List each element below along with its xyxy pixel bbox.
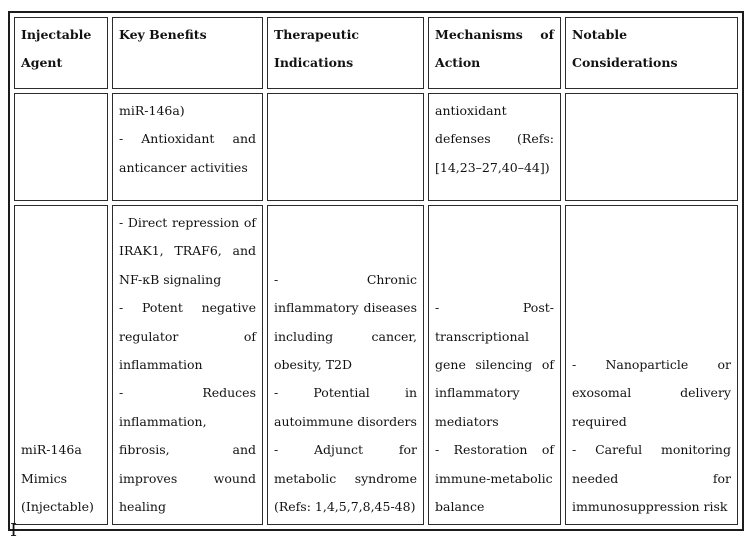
paragraph: - Adjunct for metabolic syndrome (Refs: … — [274, 442, 417, 515]
paragraph: antioxidant defenses (Refs: [14,23–27,40… — [435, 103, 554, 175]
header-notable-considerations: Notable Considerations — [565, 17, 738, 89]
paragraph: - Restoration of immune-metabolic balanc… — [435, 442, 554, 515]
cutoff-text-fragment: I — [10, 520, 18, 541]
paragraph: - Potential in autoimmune disorders — [274, 385, 417, 429]
cell-continuation-mechanisms-of-action: antioxidant defenses (Refs: [14,23–27,40… — [428, 93, 561, 201]
header-injectable-agent: Injectable Agent — [14, 17, 108, 89]
paragraph: miR-146a) — [119, 103, 185, 118]
cell-continuation-key-benefits: miR-146a) - Antioxidant and anticancer ac… — [112, 93, 263, 201]
header-row: Injectable Agent Key Benefits Therapeuti… — [14, 17, 738, 89]
paragraph: - Reduces inflammation, fibrosis, and im… — [119, 385, 256, 515]
cell-continuation-notable-considerations — [565, 93, 738, 201]
paragraph: - Post-transcriptional gene silencing of… — [435, 300, 554, 429]
paragraph: - Careful monitoring needed for immunosu… — [572, 442, 731, 515]
cell-continuation-injectable-agent — [14, 93, 108, 201]
header-mechanisms-of-action: Mechanisms of Action — [428, 17, 561, 89]
cell-continuation-therapeutic-indications — [267, 93, 424, 201]
paragraph: - Antioxidant and anticancer activities — [119, 131, 256, 175]
table-row-continuation: miR-146a) - Antioxidant and anticancer ac… — [14, 93, 738, 201]
paragraph: - Nanoparticle or exosomal delivery requ… — [572, 357, 731, 429]
cell-mimics-injectable-agent: miR-146a Mimics (Injectable) — [14, 205, 108, 526]
cell-mimics-therapeutic-indications: - Chronic inflammatory diseases includin… — [267, 205, 424, 526]
paragraph: - Direct repression of IRAK1, TRAF6, and… — [119, 215, 256, 287]
header-therapeutic-indications: Therapeutic Indications — [267, 17, 424, 89]
cell-mimics-mechanisms-of-action: - Post-transcriptional gene silencing of… — [428, 205, 561, 526]
paragraph: - Potent negative regulator of inflammat… — [119, 300, 256, 373]
injectable-agents-table: Injectable Agent Key Benefits Therapeuti… — [8, 11, 744, 532]
paragraph: miR-146a Mimics (Injectable) — [21, 442, 94, 515]
paragraph: - Chronic inflammatory diseases includin… — [274, 271, 417, 373]
header-key-benefits: Key Benefits — [112, 17, 263, 89]
table-row-mir146a-mimics: miR-146a Mimics (Injectable) - Direct re… — [14, 205, 738, 526]
cell-mimics-key-benefits: - Direct repression of IRAK1, TRAF6, and… — [112, 205, 263, 526]
cell-mimics-notable-considerations: - Nanoparticle or exosomal delivery requ… — [565, 205, 738, 526]
